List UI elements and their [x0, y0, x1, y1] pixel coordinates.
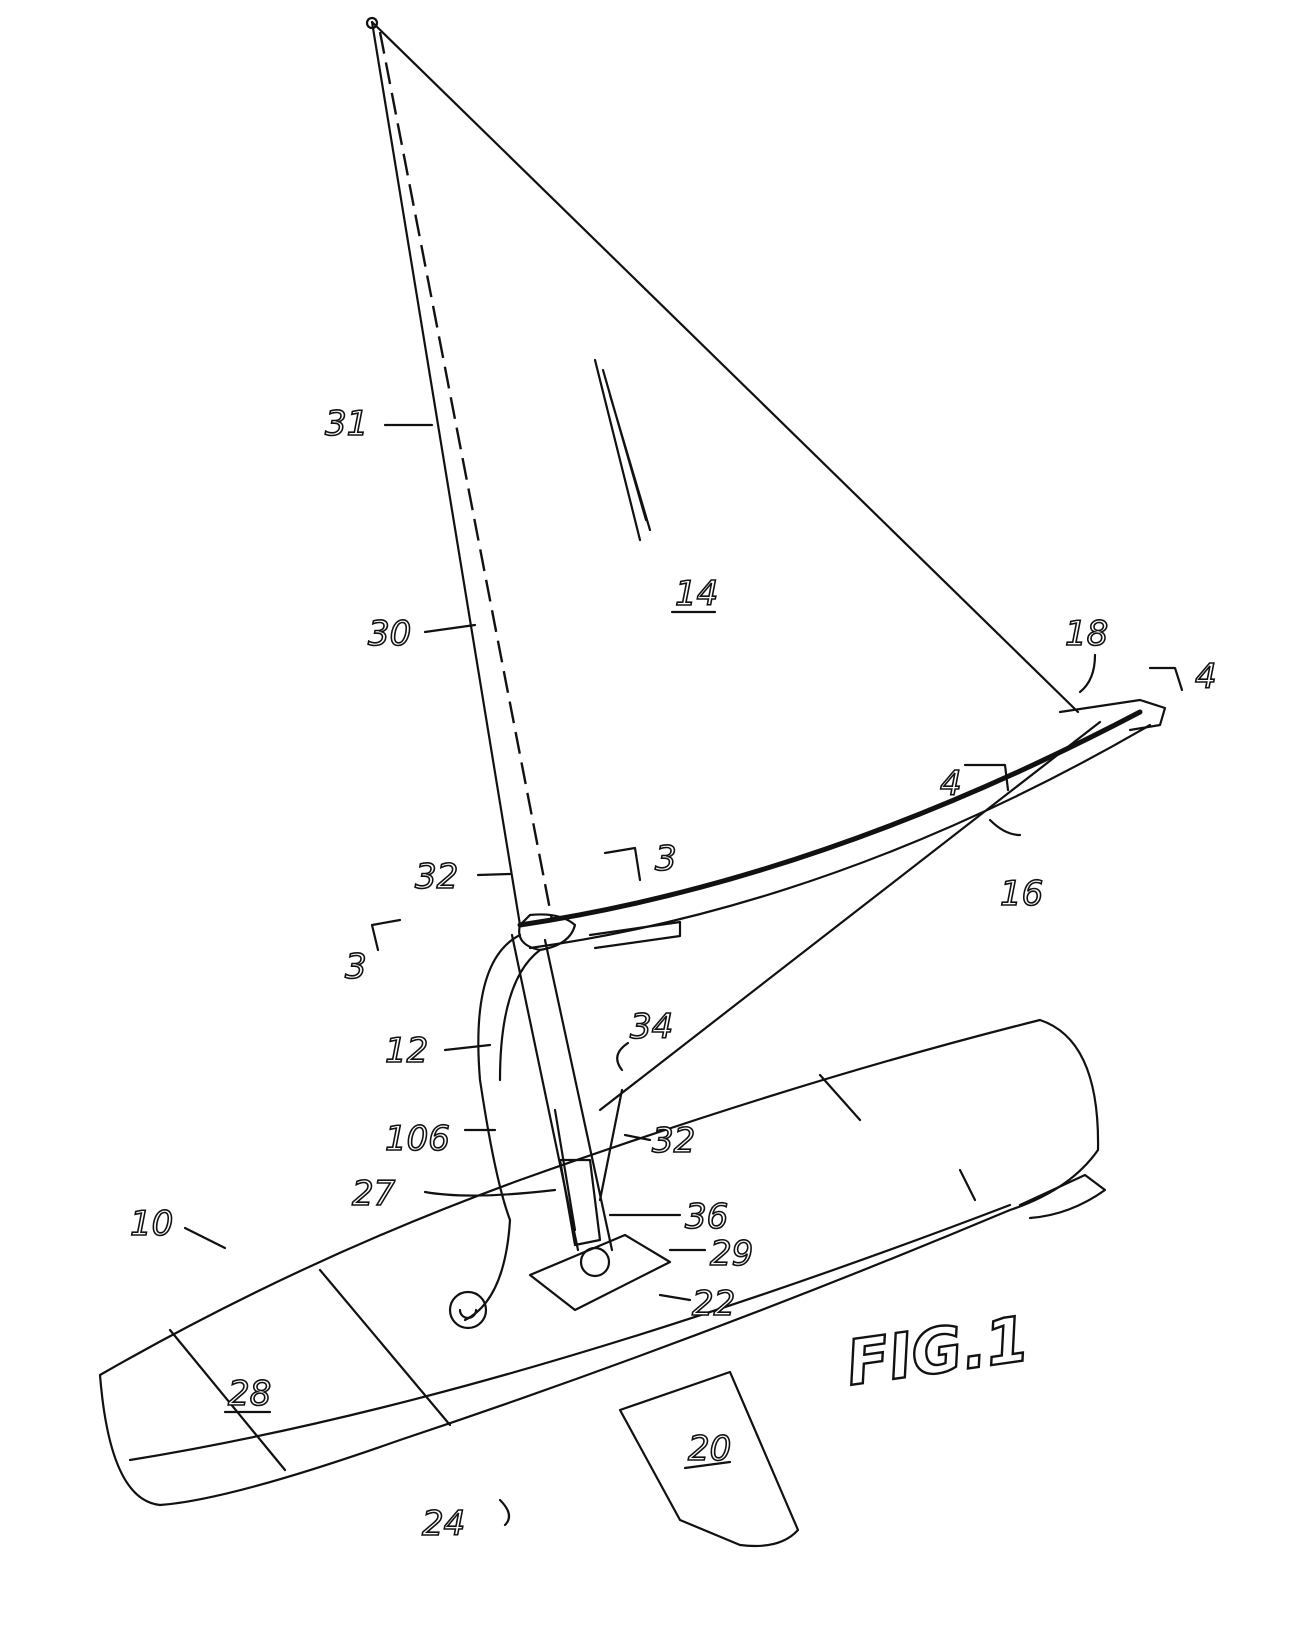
boom — [517, 698, 1167, 952]
label-106: 106 — [385, 1119, 450, 1159]
label-32-upper: 32 — [415, 857, 458, 897]
label-3-right: 3 — [655, 839, 677, 879]
label-29: 29 — [710, 1234, 753, 1274]
label-36: 36 — [685, 1197, 728, 1237]
label-28: 28 — [228, 1374, 271, 1414]
label-27: 27 — [352, 1174, 396, 1214]
label-18: 18 — [1065, 614, 1108, 654]
skeg — [1018, 1173, 1107, 1220]
label-12: 12 — [385, 1031, 428, 1071]
mast — [510, 933, 614, 1252]
label-30: 30 — [368, 614, 411, 654]
label-34: 34 — [630, 1007, 673, 1047]
sail — [365, 16, 1080, 927]
leader-lines — [183, 423, 1184, 1527]
label-31: 31 — [325, 404, 368, 444]
board — [98, 1018, 1100, 1507]
label-4-left: 4 — [940, 764, 962, 804]
label-14: 14 — [675, 574, 718, 614]
label-24: 24 — [422, 1504, 465, 1544]
rigging-lines — [448, 720, 1102, 1330]
label-10: 10 — [130, 1204, 173, 1244]
mast-step — [579, 1246, 611, 1278]
label-3-left: 3 — [345, 947, 367, 987]
reference-numerals: 31 30 14 18 4 4 16 3 32 3 12 34 106 32 2… — [129, 403, 1217, 1545]
label-16: 16 — [1000, 874, 1043, 914]
mast-base-plate — [528, 1233, 672, 1312]
label-4-right: 4 — [1195, 657, 1217, 697]
label-22: 22 — [692, 1284, 735, 1324]
fin — [618, 1370, 800, 1548]
figure-title: FIG.1 — [842, 1302, 1033, 1400]
label-32-lower: 32 — [652, 1121, 695, 1161]
